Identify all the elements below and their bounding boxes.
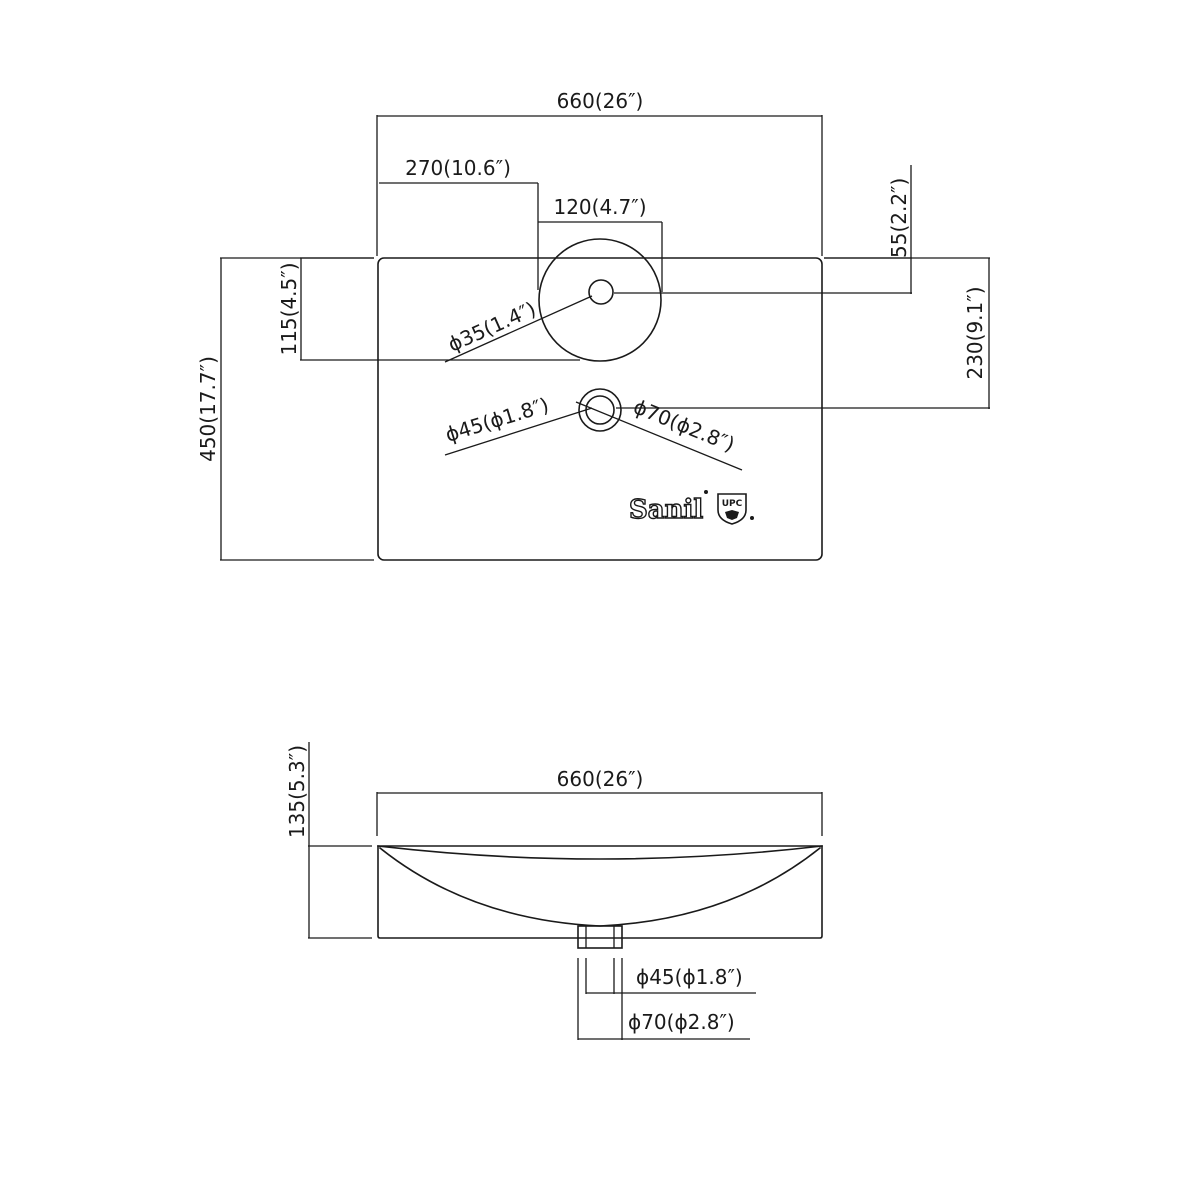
logo-mark-dot bbox=[704, 490, 708, 494]
dim-label-drain-inner-side: ϕ45(ϕ1.8″) bbox=[636, 965, 743, 989]
dim-label-faucet-deck-width: 120(4.7″) bbox=[553, 195, 646, 219]
dim-offset-left: 270(10.6″) bbox=[379, 156, 539, 290]
brand-logo: Sanil bbox=[628, 490, 708, 526]
dim-deck-depth: 115(4.5″) bbox=[277, 257, 580, 361]
upc-certification-icon: UPC bbox=[717, 493, 754, 525]
faucet-deck-circle bbox=[538, 238, 662, 362]
faucet-hole bbox=[588, 279, 614, 305]
dim-label-drain-outer-side: ϕ70(ϕ2.8″) bbox=[628, 1010, 735, 1034]
dim-faucet-hole-to-back: 55(2.2″) bbox=[614, 165, 912, 294]
basin-outline-side bbox=[377, 845, 823, 939]
dim-label-height-side: 135(5.3″) bbox=[285, 745, 309, 838]
dim-width-top: 660(26″) bbox=[376, 89, 823, 256]
dim-label-offset-left: 270(10.6″) bbox=[405, 156, 511, 180]
dim-drain-side: ϕ45(ϕ1.8″) ϕ70(ϕ2.8″) bbox=[577, 958, 756, 1040]
drain-outlet-body bbox=[577, 925, 623, 949]
brand-logo-text: Sanil bbox=[629, 495, 703, 525]
basin-outline-top bbox=[377, 257, 823, 561]
dim-faucet-deck-width: 120(4.7″) bbox=[538, 195, 663, 292]
leader-faucet-hole: ϕ35(1.4″) bbox=[444, 295, 593, 363]
dim-height-side: 135(5.3″) bbox=[285, 742, 372, 939]
dim-label-faucet-hole-to-back: 55(2.2″) bbox=[887, 178, 911, 258]
dim-label-width-side: 660(26″) bbox=[557, 767, 644, 791]
drain-inner-ring bbox=[585, 395, 615, 425]
dim-width-side: 660(26″) bbox=[376, 767, 823, 836]
drain-outlet-side bbox=[577, 925, 623, 949]
leader-drain-outer: ϕ70(ϕ2.8″) bbox=[575, 394, 743, 471]
dim-depth-total: 450(17.7″) bbox=[196, 257, 374, 561]
top-view: 660(26″) 270(10.6″) 120(4.7″) 55(2.2″) bbox=[196, 89, 990, 561]
dim-label-drain-outer: ϕ70(ϕ2.8″) bbox=[630, 394, 738, 456]
leader-drain-inner: ϕ45(ϕ1.8″) bbox=[442, 393, 593, 456]
dim-label-depth-total: 450(17.7″) bbox=[196, 356, 220, 462]
upc-mark-text: UPC bbox=[722, 499, 743, 509]
basin-rim-curve bbox=[377, 845, 823, 860]
drain-outer-ring bbox=[578, 388, 622, 432]
dim-drain-to-back: 230(9.1″) bbox=[616, 257, 990, 409]
dim-label-drain-to-back: 230(9.1″) bbox=[963, 286, 987, 379]
dim-label-width-top: 660(26″) bbox=[557, 89, 644, 113]
side-view: 660(26″) 135(5.3″) ϕ45(ϕ1.8″) ϕ70(ϕ2.8″) bbox=[285, 742, 823, 1040]
dim-label-deck-depth: 115(4.5″) bbox=[277, 262, 301, 355]
